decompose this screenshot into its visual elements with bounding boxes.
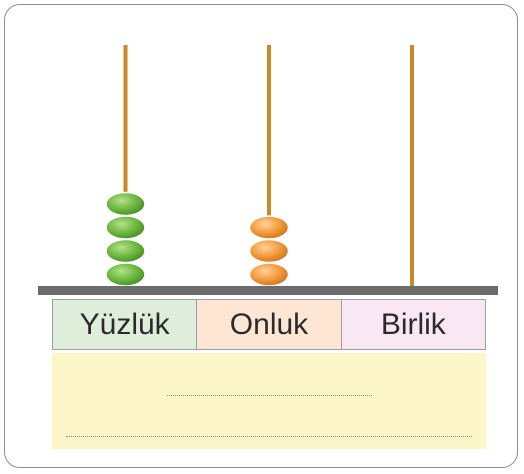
bead-yuzluk <box>105 191 146 217</box>
answer-line-short[interactable] <box>167 395 372 396</box>
rod-birlik <box>410 45 414 290</box>
label-yuzluk: Yüzlük <box>53 300 197 349</box>
bead-onluk <box>248 238 290 264</box>
label-onluk: Onluk <box>196 300 341 349</box>
bead-onluk <box>248 215 290 240</box>
answer-line-long[interactable] <box>66 436 472 437</box>
bead-onluk <box>248 262 290 287</box>
abacus-base <box>38 286 498 295</box>
answer-area <box>52 353 486 449</box>
label-birlik: Birlik <box>340 300 485 349</box>
place-value-labels: Yüzlük Onluk Birlik <box>52 299 486 350</box>
bead-yuzluk <box>105 238 146 264</box>
rod-yuzluk <box>123 45 128 290</box>
bead-yuzluk <box>105 262 146 287</box>
bead-yuzluk <box>105 215 146 240</box>
rod-onluk <box>267 45 271 290</box>
